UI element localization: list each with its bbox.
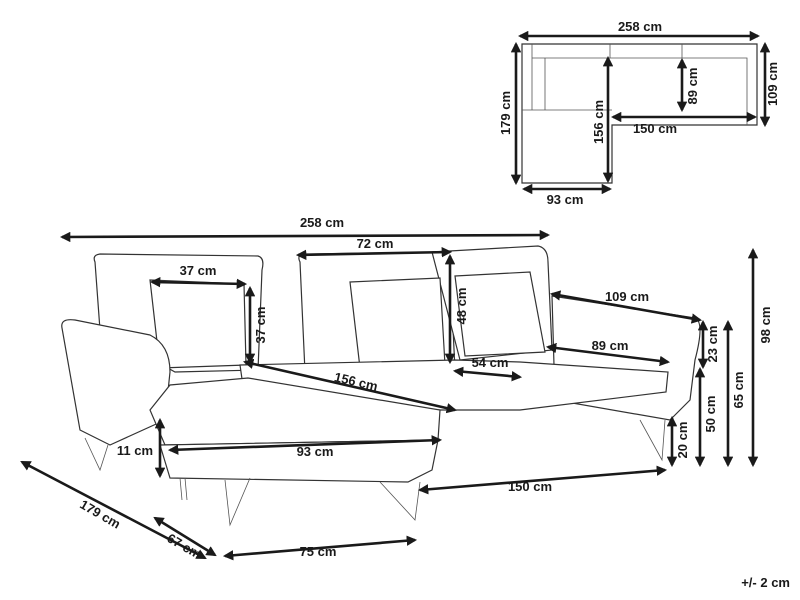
chaise-leg-height-label: 11 cm bbox=[117, 443, 153, 458]
total-height-label: 98 cm bbox=[758, 307, 773, 344]
arm-height-label: 65 cm bbox=[731, 372, 746, 409]
seat-depth-label: 89 cm bbox=[592, 338, 629, 353]
back-cushion-width-label: 72 cm bbox=[357, 236, 394, 251]
top-view-outline bbox=[521, 43, 758, 184]
top-chaise-width-label: 93 cm bbox=[547, 192, 584, 207]
top-depth-left-label: 179 cm bbox=[498, 91, 513, 135]
pillow-height-label: 37 cm bbox=[253, 307, 268, 344]
back-cushion-height-label: 48 cm bbox=[454, 288, 469, 325]
chaise-front-width-label: 75 cm bbox=[300, 544, 337, 559]
chaise-width-label: 93 cm bbox=[297, 444, 334, 459]
seat-height-label: 50 cm bbox=[703, 396, 718, 433]
top-depth-right-label: 109 cm bbox=[765, 62, 780, 106]
top-view: 258 cm 109 cm 179 cm 156 cm 89 cm 150 cm… bbox=[498, 19, 780, 207]
tolerance-note: +/- 2 cm bbox=[741, 575, 790, 590]
total-width-label: 258 cm bbox=[300, 215, 344, 230]
top-seat-depth-label: 89 cm bbox=[685, 68, 700, 105]
pillow-width-label: 37 cm bbox=[180, 263, 217, 278]
top-chaise-inner-label: 156 cm bbox=[591, 100, 606, 144]
main-width-label: 150 cm bbox=[508, 479, 552, 494]
main-dimensions: 258 cm 72 cm 37 cm 37 cm 48 cm 109 cm 15… bbox=[20, 215, 773, 562]
top-seat-width-label: 150 cm bbox=[633, 121, 677, 136]
top-width-label: 258 cm bbox=[618, 19, 662, 34]
sofa-illustration bbox=[61, 245, 701, 527]
seat-depth-small-label: 54 cm bbox=[472, 355, 509, 370]
leg-height-label: 20 cm bbox=[675, 422, 690, 459]
arm-above-seat-label: 23 cm bbox=[705, 326, 720, 363]
arm-depth-label: 109 cm bbox=[605, 289, 649, 304]
